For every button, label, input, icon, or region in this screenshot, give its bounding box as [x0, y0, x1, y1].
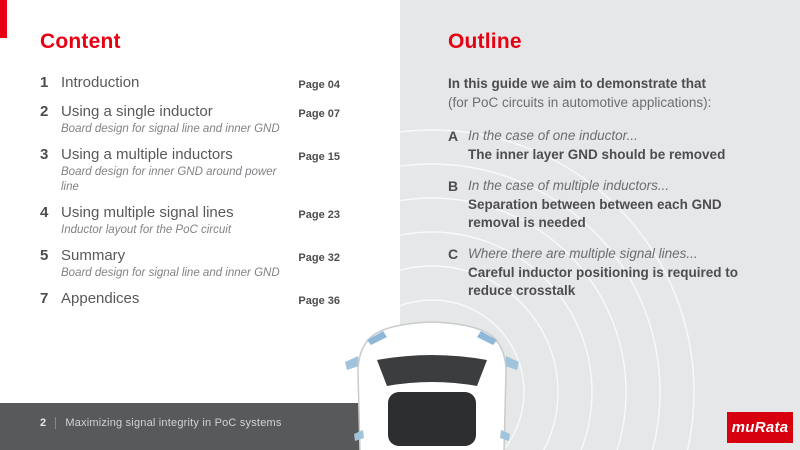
outline-point-c: C Where there are multiple signal lines.…: [448, 245, 778, 300]
outline-intro-line2: (for PoC circuits in automotive applicat…: [448, 95, 712, 110]
point-letter: A: [448, 128, 459, 144]
toc-number: 3: [40, 146, 49, 163]
outline-section: Outline In this guide we aim to demonstr…: [448, 30, 778, 313]
footer: 2 Maximizing signal integrity in PoC sys…: [40, 417, 282, 429]
toc-subtitle: Board design for inner GND around power …: [61, 166, 277, 193]
toc-number: 1: [40, 74, 49, 91]
content-heading: Content: [40, 30, 121, 53]
toc-page-ref: Page 07: [298, 108, 340, 120]
footer-title: Maximizing signal integrity in PoC syste…: [65, 417, 282, 429]
toc-number: 2: [40, 103, 49, 120]
toc-item-introduction: 1 Introduction Page 04: [40, 74, 340, 94]
point-condition: Where there are multiple signal lines...: [468, 246, 698, 261]
slide-page-number: 2: [40, 417, 47, 429]
toc-item-multiple-inductors: 3 Using a multiple inductors Board desig…: [40, 146, 340, 195]
toc-subtitle: Inductor layout for the PoC circuit: [61, 224, 232, 236]
outline-point-a: A In the case of one inductor... The inn…: [448, 127, 778, 164]
toc-title: Summary: [61, 247, 126, 264]
toc-page-ref: Page 36: [298, 295, 340, 307]
toc-title: Using a single inductor: [61, 103, 213, 120]
toc-subtitle: Board design for signal line and inner G…: [61, 267, 280, 279]
murata-logo-text: muRata: [731, 419, 789, 436]
content-section: Content 1 Introduction Page 04 2 Using a…: [40, 30, 340, 319]
toc-number: 7: [40, 290, 49, 307]
point-letter: C: [448, 246, 459, 262]
point-condition: In the case of multiple inductors...: [468, 178, 670, 193]
slide-accent-bar: [0, 0, 7, 38]
point-letter: B: [448, 178, 459, 194]
toc-number: 5: [40, 247, 49, 264]
toc-title: Using multiple signal lines: [61, 204, 234, 221]
toc-title: Appendices: [61, 290, 140, 307]
toc-page-ref: Page 23: [298, 209, 340, 221]
point-statement: Separation between between each GND remo…: [468, 197, 722, 230]
outline-intro-line1: In this guide we aim to demonstrate that: [448, 76, 707, 91]
toc-item-summary: 5 Summary Board design for signal line a…: [40, 247, 340, 281]
toc-page-ref: Page 32: [298, 252, 340, 264]
toc-item-appendices: 7 Appendices Page 36: [40, 290, 340, 310]
outline-point-b: B In the case of multiple inductors... S…: [448, 177, 778, 232]
point-statement: Careful inductor positioning is required…: [468, 265, 739, 298]
toc-title: Introduction: [61, 74, 140, 91]
outline-intro: In this guide we aim to demonstrate that…: [448, 74, 778, 112]
toc-page-ref: Page 15: [298, 151, 340, 163]
toc-title: Using a multiple inductors: [61, 146, 233, 163]
toc-page-ref: Page 04: [298, 79, 340, 91]
toc-subtitle: Board design for signal line and inner G…: [61, 123, 280, 135]
point-statement: The inner layer GND should be removed: [468, 147, 726, 162]
toc-item-multiple-signal-lines: 4 Using multiple signal lines Inductor l…: [40, 204, 340, 238]
point-condition: In the case of one inductor...: [468, 128, 638, 143]
outline-heading: Outline: [448, 30, 522, 53]
toc-number: 4: [40, 204, 49, 221]
footer-divider: [55, 417, 57, 429]
murata-logo: muRata: [727, 412, 793, 443]
toc-item-single-inductor: 2 Using a single inductor Board design f…: [40, 103, 340, 137]
